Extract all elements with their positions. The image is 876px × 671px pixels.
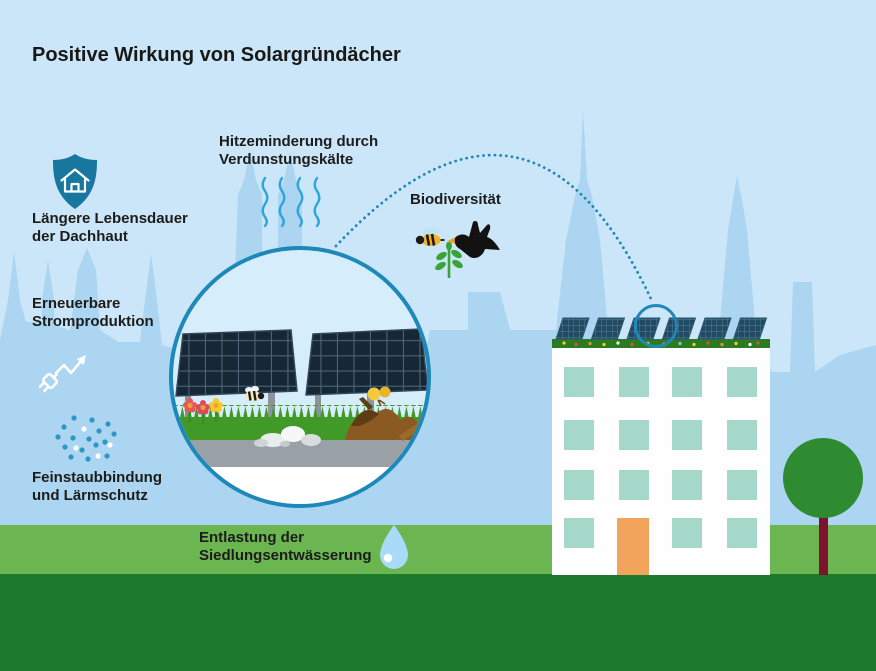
plug-growth-arrow-icon <box>38 355 86 393</box>
building-door <box>617 518 649 575</box>
bee-icon <box>245 386 265 401</box>
green-roof-scene <box>173 328 427 504</box>
building-window <box>564 470 594 500</box>
building-window <box>727 470 757 500</box>
building-window <box>727 420 757 450</box>
label-biodiversity: Biodiversität <box>410 191 501 208</box>
solar-panel-large <box>175 328 427 397</box>
tree-trunk <box>819 500 828 575</box>
building-window <box>564 518 594 548</box>
building-window <box>672 420 702 450</box>
building-window <box>619 420 649 450</box>
label-renewable-power: Erneuerbare Stromproduktion <box>32 295 154 331</box>
building-window <box>564 367 594 397</box>
tree-crown <box>783 438 863 518</box>
building-facade <box>552 348 770 575</box>
plant-sprout-icon <box>435 242 463 278</box>
building-window <box>727 367 757 397</box>
substrate-layer <box>173 440 427 467</box>
label-dust-noise: Feinstaubbindung und Lärmschutz <box>32 469 162 505</box>
shield-house-icon <box>53 154 97 209</box>
building-window <box>672 470 702 500</box>
water-drop-icon <box>380 525 408 569</box>
flowers <box>183 398 223 424</box>
stones <box>254 426 321 447</box>
page-title: Positive Wirkung von Solargründächer <box>32 44 401 67</box>
label-roof-lifespan: Längere Lebensdauer der Dachhaut <box>32 210 188 246</box>
butterfly-icon <box>367 386 391 407</box>
building-window <box>672 518 702 548</box>
building-window <box>619 367 649 397</box>
blackbird-icon <box>447 221 500 259</box>
building-window <box>564 420 594 450</box>
building-window <box>672 367 702 397</box>
label-heat-reduction: Hitzeminderung durch Verdunstungskälte <box>219 133 379 169</box>
label-drainage-relief: Entlastung der Siedlungsentwässerung <box>199 529 372 565</box>
heat-waves-icon <box>261 176 321 228</box>
zoom-source-circle <box>634 304 678 348</box>
green-roof-detail-circle <box>169 246 431 508</box>
building-window <box>727 518 757 548</box>
ground-band-dark <box>0 574 876 671</box>
building-window <box>619 470 649 500</box>
dust-particles-icon <box>55 415 117 462</box>
bee-icon <box>415 227 445 246</box>
